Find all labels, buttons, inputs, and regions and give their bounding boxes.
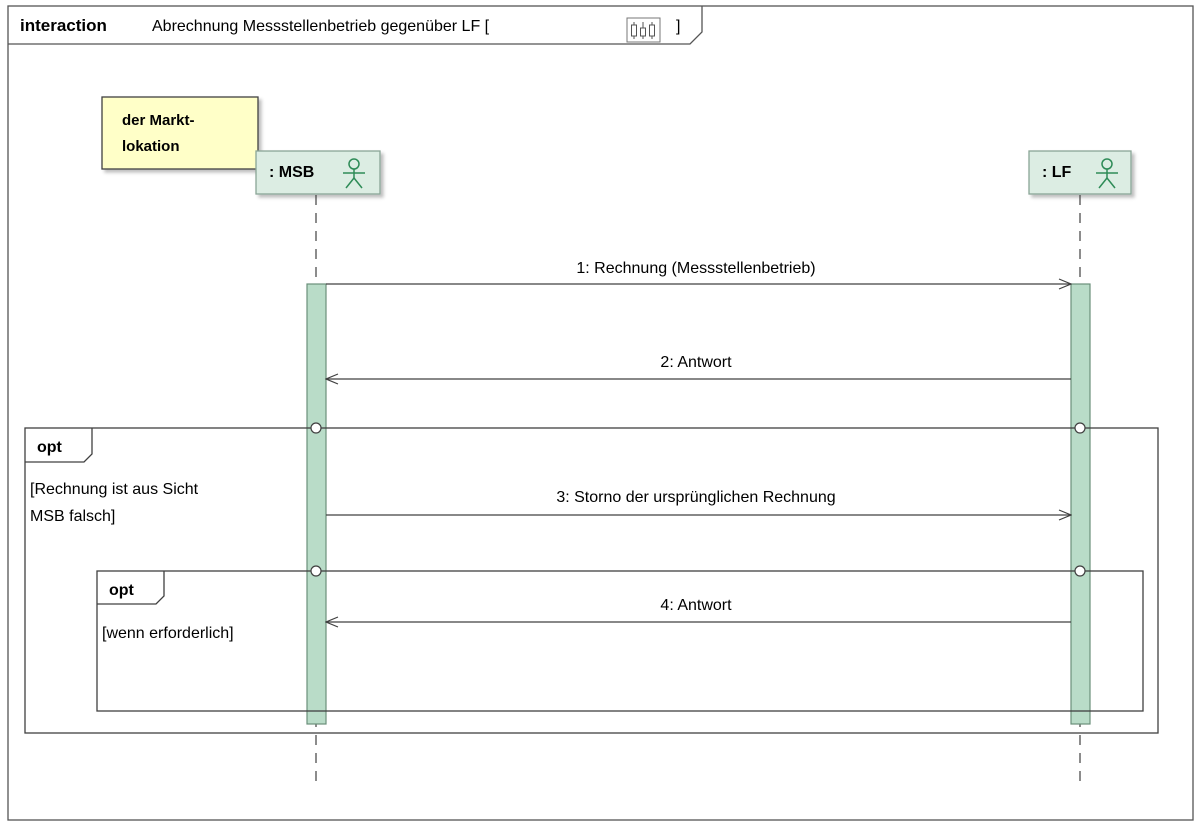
message-1-label: 1: Rechnung (Messstellenbetrieb) <box>576 260 815 277</box>
actor-icon <box>1096 158 1118 189</box>
frame-keyword: interaction <box>20 16 107 35</box>
fragment-opt-inner-tab <box>97 571 165 605</box>
lifeline-msb-label: : MSB <box>269 164 314 181</box>
sequence-diagram-icon <box>626 17 661 43</box>
fragment-opt-outer-guard-1: [Rechnung ist aus Sicht <box>30 481 199 498</box>
fragment-opt-inner-operator: opt <box>109 582 135 599</box>
interaction-frame <box>7 5 1194 821</box>
fragment-opt-inner-guard-1: [wenn erforderlich] <box>102 625 234 642</box>
lifeline-lf-label: : LF <box>1042 164 1072 181</box>
message-3-label: 3: Storno der ursprünglichen Rechnung <box>556 489 835 506</box>
note-line-2: lokation <box>122 138 180 155</box>
frame-title: Abrechnung Messstellenbetrieb gegenüber … <box>152 18 490 35</box>
activation-bar-lf <box>1070 283 1091 725</box>
fragment-gate-msb-outer <box>310 422 322 434</box>
note-line-1: der Markt- <box>122 112 195 129</box>
frame-title-close: ] <box>676 18 680 35</box>
note <box>101 96 259 170</box>
fragment-gate-lf-outer <box>1074 422 1086 434</box>
actor-icon <box>343 158 365 189</box>
message-4-label: 4: Antwort <box>660 597 732 614</box>
fragment-opt-outer <box>24 427 1159 734</box>
fragment-gate-lf-inner <box>1074 565 1086 577</box>
fragment-gate-msb-inner <box>310 565 322 577</box>
activation-bar-msb <box>306 283 327 725</box>
fragment-opt-outer-operator: opt <box>37 439 63 456</box>
fragment-opt-outer-tab <box>25 428 93 463</box>
fragment-opt-inner <box>96 570 1144 712</box>
message-2-label: 2: Antwort <box>660 354 732 371</box>
interaction-frame-tab <box>8 6 703 45</box>
fragment-opt-outer-guard-2: MSB falsch] <box>30 508 115 525</box>
